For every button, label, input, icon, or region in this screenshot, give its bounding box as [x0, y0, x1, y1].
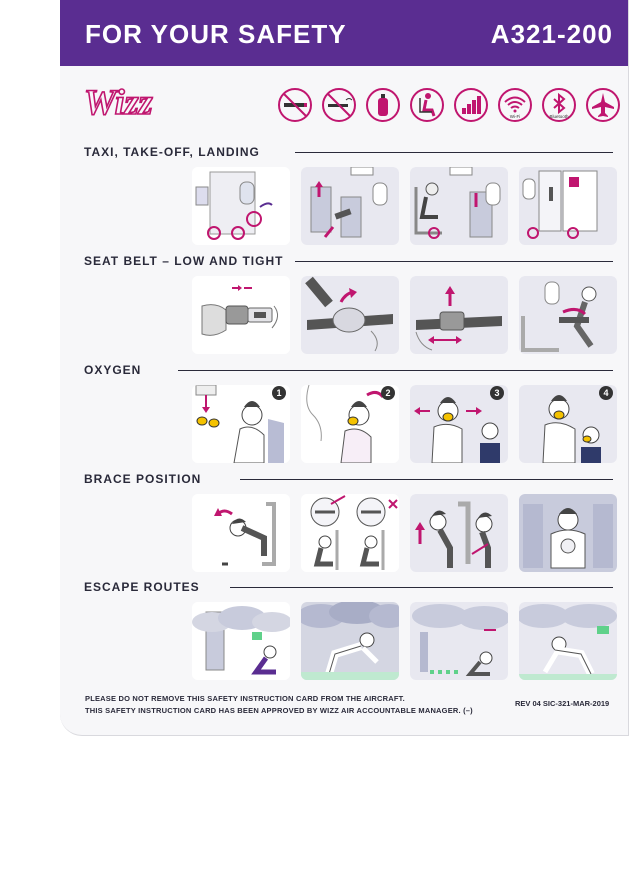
- oxygen-panel-1: 1: [192, 385, 290, 463]
- taxi-panel-1: [192, 167, 290, 245]
- seatbelt-panel-2: [301, 276, 399, 354]
- taxi-panel-4: [519, 167, 617, 245]
- mask-pull-icon: 2: [301, 385, 399, 463]
- section-rule: [230, 587, 613, 588]
- cabin-door-icon: [519, 167, 617, 245]
- brace-forward-icon: [192, 494, 290, 572]
- belt-tighten-icon: [301, 276, 399, 354]
- oxygen-step-4: 4: [603, 388, 608, 398]
- no-fire-extinguisher-icon: [364, 86, 402, 124]
- oxygen-panel-4: 4: [519, 385, 617, 463]
- oxygen-step-1: 1: [276, 388, 281, 398]
- smoke-exit-icon: [192, 602, 290, 680]
- no-smoking-icon: [276, 86, 314, 124]
- oxygen-step-2: 2: [385, 388, 390, 398]
- belt-release-icon: [410, 276, 508, 354]
- brace-panel-2: [301, 494, 399, 572]
- no-e-cigarette-icon: [320, 86, 358, 124]
- crawl-exit-icon: [519, 602, 617, 680]
- svg-text:Wizz: Wizz: [84, 82, 153, 122]
- brace-seat-icon: [410, 494, 508, 572]
- seat-window-icon: [192, 167, 290, 245]
- section-title-brace: BRACE POSITION: [84, 472, 202, 486]
- seatbelt-panel-1: [192, 276, 290, 354]
- bluetooth-icon: Bluetooth: [540, 86, 578, 124]
- wifi-icon: Wi-Fi: [496, 86, 534, 124]
- aircraft-type: A321-200: [490, 19, 613, 49]
- seatbelt-panel-4: [519, 276, 617, 354]
- mask-drop-icon: 1: [192, 385, 290, 463]
- escape-panel-3: [410, 602, 508, 680]
- brace-infant-icon: [519, 494, 617, 572]
- section-title-taxi: TAXI, TAKE-OFF, LANDING: [84, 145, 260, 159]
- revision-code: REV 04 SIC-321-MAR-2019: [515, 699, 610, 708]
- section-rule: [178, 370, 613, 371]
- brace-panel-3: [410, 494, 508, 572]
- belt-worn-icon: [519, 276, 617, 354]
- card-header: FOR YOUR SAFETY A321-200: [60, 0, 628, 66]
- section-rule: [295, 261, 613, 262]
- section-rule: [240, 479, 613, 480]
- belt-buckle-icon: [192, 276, 290, 354]
- tray-table-icon: [301, 167, 399, 245]
- taxi-panel-3: [410, 167, 508, 245]
- section-title-oxygen: OXYGEN: [84, 363, 142, 377]
- wifi-label: Wi-Fi: [510, 114, 521, 119]
- brace-correct-incorrect-icon: [301, 494, 399, 572]
- escape-panel-1: [192, 602, 290, 680]
- brace-panel-4: [519, 494, 617, 572]
- escape-panel-4: [519, 602, 617, 680]
- brace-panel-1: [192, 494, 290, 572]
- footer-approval: THIS SAFETY INSTRUCTION CARD HAS BEEN AP…: [85, 706, 473, 715]
- oxygen-panel-2: 2: [301, 385, 399, 463]
- section-rule: [295, 152, 613, 153]
- seat-upright-icon: [410, 167, 508, 245]
- taxi-panel-2: [301, 167, 399, 245]
- footer-notice: PLEASE DO NOT REMOVE THIS SAFETY INSTRUC…: [85, 694, 405, 703]
- mask-strap-icon: 3: [410, 385, 508, 463]
- seated-person-icon: [408, 86, 446, 124]
- escape-panel-2: [301, 602, 399, 680]
- mask-help-child-icon: 4: [519, 385, 617, 463]
- safety-card: FOR YOUR SAFETY A321-200 Wizz Wi-Fi Blue…: [60, 0, 629, 736]
- airplane-icon: [584, 86, 622, 124]
- oxygen-panel-3: 3: [410, 385, 508, 463]
- card-title: FOR YOUR SAFETY: [85, 19, 347, 49]
- signal-bars-icon: [452, 86, 490, 124]
- section-title-escape: ESCAPE ROUTES: [84, 580, 200, 594]
- crawl-smoke-icon: [301, 602, 399, 680]
- wizz-logo: Wizz: [82, 80, 182, 123]
- prohibition-icons: Wi-Fi Bluetooth: [276, 86, 620, 128]
- oxygen-step-3: 3: [494, 388, 499, 398]
- seatbelt-panel-3: [410, 276, 508, 354]
- floor-lights-icon: [410, 602, 508, 680]
- bluetooth-label: Bluetooth: [549, 114, 569, 119]
- section-title-seatbelt: SEAT BELT – LOW AND TIGHT: [84, 254, 284, 268]
